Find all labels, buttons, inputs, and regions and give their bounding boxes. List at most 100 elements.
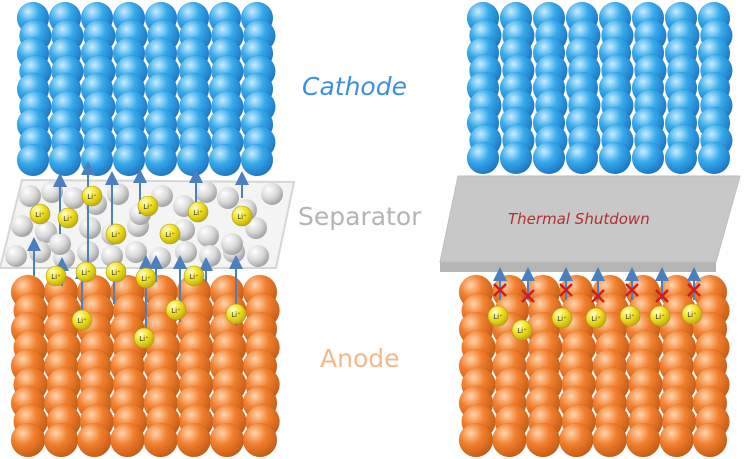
lithium-ion-label: Li⁺ [165,231,175,239]
lithium-ion-label: Li⁺ [77,317,87,325]
blocked-x-icon [655,289,669,303]
cathode-label: Cathode [302,72,407,101]
anode-atom [692,422,728,458]
shutdown-sheet [439,175,741,263]
separator-pore-sphere [19,185,41,207]
lithium-ion-sphere-icon: Li⁺ [187,201,209,223]
blocked-x-icon [559,283,573,297]
lithium-ion-label: Li⁺ [193,209,203,217]
anode-atom [143,422,178,458]
anode-atom [176,422,211,458]
separator-pore-sphere [245,217,267,239]
separator-pore-sphere [11,215,33,237]
cathode-atom [697,141,731,175]
blocked-x-icon [687,283,701,297]
lithium-ion-label: Li⁺ [51,273,61,281]
shutdown-sheet-edge [440,262,716,272]
anode-atom [209,422,245,458]
anode-atom [10,422,46,458]
lithium-ion-sphere-icon: Li⁺ [165,299,187,321]
lithium-ion-label: Li⁺ [81,269,91,277]
anode-atom [625,422,661,458]
cathode-atom [208,143,242,177]
lithium-ion-label: Li⁺ [517,327,527,335]
anode-right-lattice [458,274,730,458]
lithium-ion-sphere-icon: Li⁺ [75,261,97,283]
cathode-atom [631,141,665,175]
lithium-ion-label: Li⁺ [591,315,601,323]
lithium-ion-label: Li⁺ [625,313,635,321]
separator-pore-sphere [197,225,219,247]
lithium-ion-label: Li⁺ [143,203,153,211]
thermal-shutdown-label: Thermal Shutdown [508,210,650,228]
lithium-ion-sphere-icon: Li⁺ [585,307,607,329]
lithium-ion-sphere-icon: Li⁺ [551,307,573,329]
anode-atom [492,422,527,458]
lithium-ion-label: Li⁺ [237,213,247,221]
anode-atom [77,422,112,458]
anode-left-lattice [10,274,280,458]
lithium-ion-label: Li⁺ [493,313,503,321]
cathode-atom [112,143,146,177]
separator-label: Separator [298,202,422,231]
separator-right [439,175,741,272]
blocked-x-icon [521,289,535,303]
cathode-atom [144,143,178,177]
lithium-ion-label: Li⁺ [171,307,181,315]
anode-label: Anode [320,344,400,373]
cathode-right-lattice [466,1,733,175]
cathode-atom [499,141,533,175]
anode-atom [43,422,79,458]
lithium-ion-sphere-icon: Li⁺ [231,205,253,227]
separator-pore-sphere [107,183,129,205]
separator-pore-sphere [49,233,71,255]
separator-pore-sphere [195,181,217,203]
lithium-ions-left: Li⁺ Li⁺ Li⁺ Li⁺ Li⁺ Li⁺ Li⁺ Li⁺ Li⁺ Li⁺ Li⁺ Li⁺ Li⁺ L… [29,185,253,349]
cathode-atom [48,143,82,177]
lithium-ion-sphere-icon: Li⁺ [81,185,103,207]
anode-atom [110,422,145,458]
lithium-ion-sphere-icon: Li⁺ [105,223,127,245]
lithium-ion-sphere-icon: Li⁺ [619,305,641,327]
cathode-atom [565,141,599,175]
lithium-ion-sphere-icon: Li⁺ [681,303,703,325]
lithium-ion-label: Li⁺ [87,193,97,201]
blocked-x-icon [625,283,639,297]
lithium-ion-sphere-icon: Li⁺ [29,203,51,225]
cathode-atom [16,143,50,177]
lithium-ion-label: Li⁺ [189,273,199,281]
separator-pore-sphere [199,245,221,267]
cathode-atom [80,143,114,177]
anode-atom [525,422,561,458]
separator-pore-sphere [217,187,239,209]
separator-pore-sphere [247,245,269,267]
separator-pore-sphere [221,233,243,255]
lithium-ion-label: Li⁺ [111,269,121,277]
separator-pore-sphere [29,241,51,263]
lithium-ion-label: Li⁺ [111,231,121,239]
cathode-atom [664,141,698,175]
separator-pore-sphere [125,241,147,263]
lithium-ion-sphere-icon: Li⁺ [57,207,79,229]
lithium-ion-label: Li⁺ [687,311,697,319]
separator-pore-sphere [175,241,197,263]
cathode-atom [176,143,210,177]
lithium-ion-sphere-icon: Li⁺ [135,267,157,289]
separator-pore-sphere [79,217,101,239]
blocked-x-icon [591,289,605,303]
anode-atom [458,422,494,458]
cathode-atom [466,141,500,175]
lithium-ion-label: Li⁺ [35,211,45,219]
lithium-ion-sphere-icon: Li⁺ [45,265,67,287]
lithium-ion-label: Li⁺ [655,313,665,321]
cathode-atom [240,143,274,177]
anode-atom [558,422,594,458]
anode-atom [242,422,278,458]
lithium-ion-sphere-icon: Li⁺ [225,303,247,325]
lithium-ion-label: Li⁺ [63,215,73,223]
lithium-ion-label: Li⁺ [231,311,241,319]
ion-flow-arrows [27,161,249,348]
lithium-ion-sphere-icon: Li⁺ [71,309,93,331]
